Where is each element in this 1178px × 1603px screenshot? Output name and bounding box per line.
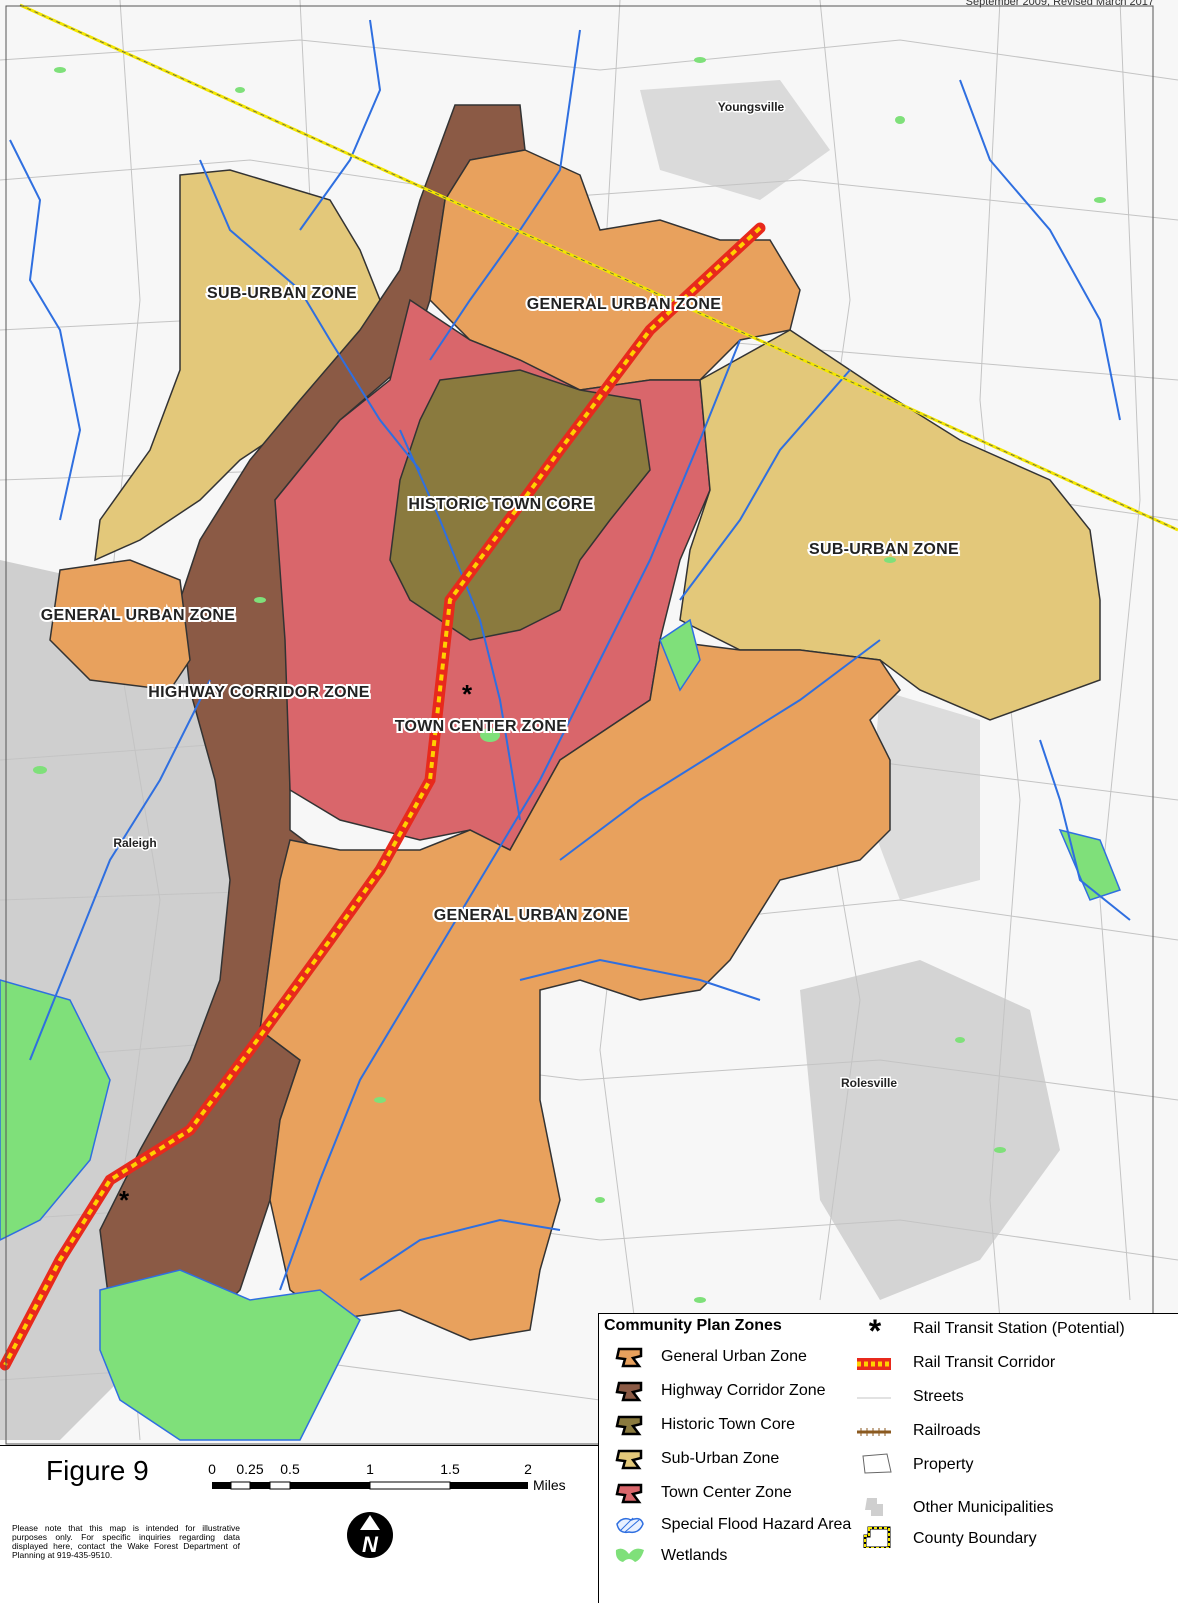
general-urban-zone-west <box>49 559 191 691</box>
label-historic-town-core: HISTORIC TOWN CORE <box>408 496 593 513</box>
label-suburban-zone-east: SUB-URBAN ZONE <box>809 541 959 558</box>
figure-title: Figure 9 <box>46 1455 149 1486</box>
rail-transit-corridor-dash <box>3 226 762 1366</box>
legend-corridor-label: Rail Transit Corridor <box>913 1354 1056 1371</box>
revision-note: September 2009, Revised March 2017 <box>965 0 1154 8</box>
legend-station-label: Rail Transit Station (Potential) <box>913 1320 1125 1337</box>
legend-highway-corridor-label: Highway Corridor Zone <box>661 1382 826 1399</box>
legend: Community Plan Zones General Urban Zone … <box>598 1313 1178 1603</box>
general-urban-zone-north <box>429 149 801 391</box>
legend-county-boundary-label: County Boundary <box>913 1530 1037 1547</box>
legend-railroads-label: Railroads <box>913 1422 981 1439</box>
legend-flood-swatch <box>616 1517 644 1534</box>
legend-historic-core-label: Historic Town Core <box>661 1416 795 1433</box>
legend-town-center-swatch <box>615 1483 643 1504</box>
scale-tick-05: 0.5 <box>280 1461 300 1477</box>
scale-bar: 0 0.25 0.5 1 1.5 2 Miles <box>208 1461 566 1493</box>
wetland-patches <box>33 57 1106 1303</box>
label-raleigh: Raleigh <box>113 836 156 850</box>
legend-general-urban-label: General Urban Zone <box>661 1348 807 1365</box>
label-town-center-zone: TOWN CENTER ZONE <box>395 718 568 735</box>
legend-county-boundary-icon <box>863 1526 891 1548</box>
legend-wetlands-label: Wetlands <box>661 1547 728 1564</box>
legend-streets-icon <box>857 1397 891 1399</box>
flood-and-wetlands <box>0 618 1121 1441</box>
raleigh-area <box>0 560 240 1440</box>
legend-other-muni-label: Other Municipalities <box>913 1499 1054 1516</box>
legend-suburban-label: Sub-Urban Zone <box>661 1450 780 1467</box>
scale-tick-2: 2 <box>524 1461 532 1477</box>
suburban-zone-nw <box>94 169 381 562</box>
rolesville-area <box>800 960 1060 1300</box>
legend-property-icon <box>862 1453 892 1474</box>
general-urban-zone-south <box>259 639 901 1341</box>
scale-bar-blocks <box>212 1481 528 1490</box>
scale-unit: Miles <box>533 1477 566 1493</box>
legend-general-urban-swatch <box>615 1347 643 1368</box>
east-property-area <box>870 690 980 900</box>
disclaimer-text: Please note that this map is intended fo… <box>12 1523 240 1560</box>
label-highway-corridor-zone: HIGHWAY CORRIDOR ZONE <box>148 684 369 701</box>
map-frame <box>5 5 1154 1445</box>
legend-wetlands-swatch <box>615 1548 644 1562</box>
legend-property-label: Property <box>913 1456 974 1473</box>
legend-station-icon: * <box>869 1316 882 1338</box>
info-panel <box>0 1445 598 1603</box>
legend-other-muni-icon <box>865 1498 883 1516</box>
rail-station-marker-center: * <box>462 679 473 709</box>
svg-text:N: N <box>362 1532 379 1557</box>
label-suburban-zone-nw: SUB-URBAN ZONE <box>207 285 357 302</box>
legend-title: Community Plan Zones <box>604 1317 782 1334</box>
legend-flood-label: Special Flood Hazard Area <box>661 1516 852 1533</box>
streams <box>9 19 1131 1291</box>
svg-text:*: * <box>869 1316 882 1338</box>
legend-suburban-swatch <box>615 1449 643 1470</box>
scale-tick-15: 1.5 <box>440 1461 460 1477</box>
label-general-urban-zone-south: GENERAL URBAN ZONE <box>434 907 628 924</box>
legend-highway-corridor-swatch <box>615 1381 643 1402</box>
legend-historic-core-swatch <box>615 1415 643 1436</box>
legend-town-center-label: Town Center Zone <box>661 1484 792 1501</box>
legend-corridor-icon <box>857 1358 891 1370</box>
scale-tick-025: 0.25 <box>236 1461 263 1477</box>
label-general-urban-zone-north: GENERAL URBAN ZONE <box>527 296 721 313</box>
scale-tick-1: 1 <box>366 1461 374 1477</box>
rail-station-marker-south: * <box>119 1185 130 1215</box>
north-arrow-icon: N <box>347 1512 393 1558</box>
youngsville-area <box>640 80 830 200</box>
label-general-urban-zone-west: GENERAL URBAN ZONE <box>41 607 235 624</box>
label-youngsville: Youngsville <box>718 100 785 114</box>
legend-railroads-icon <box>857 1428 891 1436</box>
legend-streets-label: Streets <box>913 1388 964 1405</box>
scale-tick-0: 0 <box>208 1461 216 1477</box>
county-boundary-dash <box>19 4 1178 531</box>
label-rolesville: Rolesville <box>841 1076 897 1090</box>
